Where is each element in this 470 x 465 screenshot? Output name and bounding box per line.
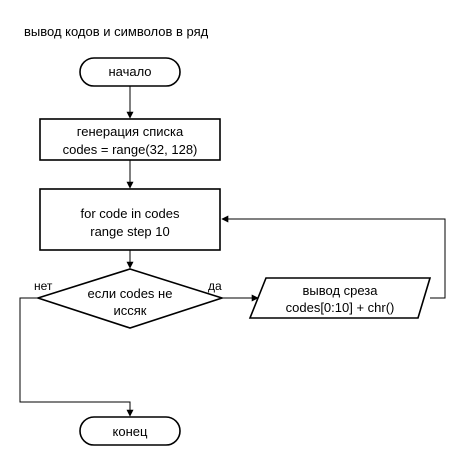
node-loop: for code in codes range step 10 <box>39 188 221 251</box>
start-label: начало <box>108 64 151 79</box>
node-condition: если codes не иссяк <box>35 268 225 329</box>
edge-output-back-to-loop <box>221 215 446 299</box>
output-io-shape <box>248 277 432 319</box>
node-output: вывод среза codes[0:10] + chr() <box>248 277 432 319</box>
generate-process-shape <box>39 118 221 161</box>
loop-label-line-2: range step 10 <box>90 224 170 239</box>
condition-label-line-1: если codes не <box>88 286 173 301</box>
condition-decision-shape <box>35 268 225 329</box>
end-label: конец <box>113 424 148 439</box>
edge-label-yes: да <box>208 279 222 293</box>
output-label-line-2: codes[0:10] + chr() <box>286 300 395 315</box>
node-start: начало <box>79 57 181 87</box>
edge-condition-no-to-end <box>19 297 134 417</box>
condition-label-line-2: иссяк <box>114 303 147 318</box>
edge-label-no: нет <box>34 279 53 293</box>
node-end: конец <box>79 416 181 446</box>
diagram-title: вывод кодов и символов в ряд <box>24 24 209 39</box>
generate-label-line-1: генерация списка <box>77 124 184 139</box>
flowchart-edges <box>19 86 446 417</box>
end-terminator-shape <box>79 416 181 446</box>
output-label-line-1: вывод среза <box>302 283 378 298</box>
generate-label-line-2: codes = range(32, 128) <box>63 142 198 157</box>
loop-process-shape <box>39 188 221 251</box>
loop-label-line-1: for code in codes <box>80 206 180 221</box>
node-generate: генерация списка codes = range(32, 128) <box>39 118 221 161</box>
start-terminator-shape <box>79 57 181 87</box>
